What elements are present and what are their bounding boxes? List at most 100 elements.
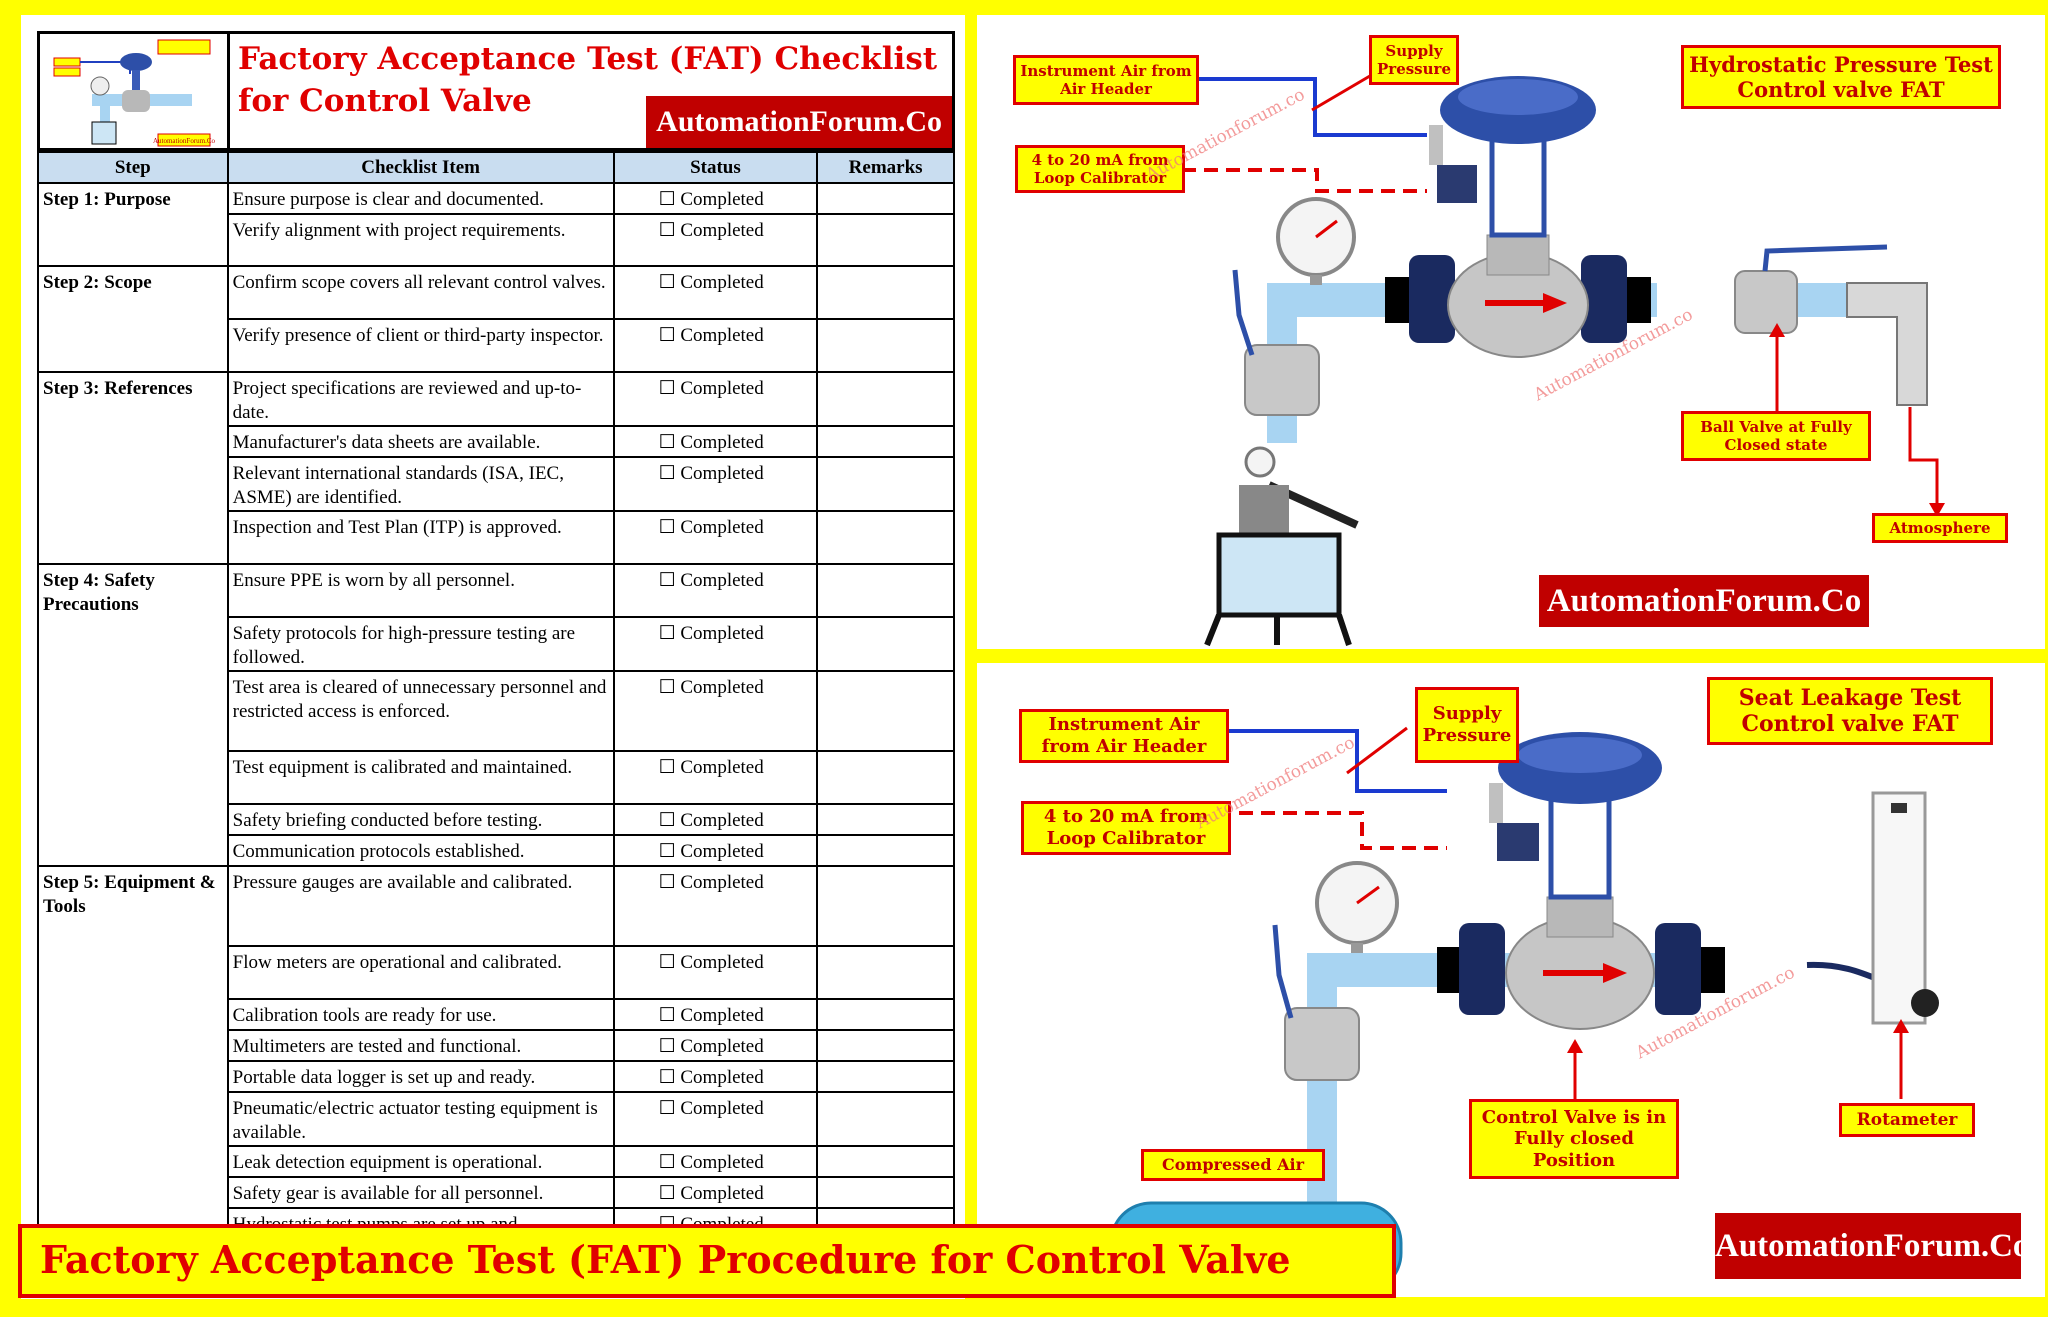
step-cell (37, 1061, 229, 1092)
remarks-cell[interactable] (816, 214, 955, 267)
table-row: Relevant international standards (ISA, I… (37, 457, 955, 512)
step-cell: Step 1: Purpose (37, 183, 229, 214)
remarks-cell[interactable] (816, 1061, 955, 1093)
table-row: Safety protocols for high-pressure testi… (37, 617, 955, 672)
remarks-cell[interactable] (816, 804, 955, 836)
thumbnail-diagram-icon: AutomationForum.Co (53, 39, 216, 147)
status-checkbox[interactable]: ☐ Completed (612, 1092, 819, 1147)
atmosphere-label: Atmosphere (1872, 513, 2008, 543)
remarks-cell[interactable] (816, 511, 955, 565)
remarks-cell[interactable] (816, 1030, 955, 1062)
status-checkbox[interactable]: ☐ Completed (612, 999, 819, 1031)
signal-line (1182, 168, 1427, 193)
status-checkbox[interactable]: ☐ Completed (612, 319, 819, 373)
hydro-brand: AutomationForum.Co (1539, 575, 1869, 627)
status-checkbox[interactable]: ☐ Completed (612, 1146, 819, 1178)
checklist-item-cell: Manufacturer's data sheets are available… (226, 426, 615, 458)
status-checkbox[interactable]: ☐ Completed (612, 183, 819, 215)
col-step: Step (37, 151, 229, 184)
remarks-cell[interactable] (816, 1092, 955, 1147)
checklist-item-cell: Flow meters are operational and calibrat… (226, 946, 615, 1000)
status-checkbox[interactable]: ☐ Completed (612, 266, 819, 320)
step-cell (37, 1092, 229, 1146)
step-cell (37, 946, 229, 999)
checklist-item-cell: Multimeters are tested and functional. (226, 1030, 615, 1062)
thumb-brand: AutomationForum.Co (153, 137, 216, 145)
status-checkbox[interactable]: ☐ Completed (612, 1061, 819, 1093)
status-checkbox[interactable]: ☐ Completed (612, 457, 819, 512)
remarks-cell[interactable] (816, 426, 955, 458)
table-row: Leak detection equipment is operational.… (37, 1146, 955, 1178)
checklist-item-cell: Pressure gauges are available and calibr… (226, 866, 615, 947)
status-checkbox[interactable]: ☐ Completed (612, 426, 819, 458)
col-remarks: Remarks (816, 151, 955, 184)
step-cell (37, 1030, 229, 1061)
seat-signal-label: 4 to 20 mA from Loop Calibrator (1021, 801, 1231, 855)
status-checkbox[interactable]: ☐ Completed (612, 564, 819, 618)
checklist-item-cell: Pneumatic/electric actuator testing equi… (226, 1092, 615, 1147)
remarks-cell[interactable] (816, 835, 955, 867)
checklist-header: AutomationForum.Co Factory Acceptance Te… (37, 31, 955, 151)
col-status: Status (612, 151, 819, 184)
table-row: Pneumatic/electric actuator testing equi… (37, 1092, 955, 1147)
remarks-cell[interactable] (816, 183, 955, 215)
seat-instrument-air-label: Instrument Air from Air Header (1019, 709, 1229, 763)
remarks-cell[interactable] (816, 372, 955, 427)
checklist-item-cell: Test area is cleared of unnecessary pers… (226, 671, 615, 752)
step-cell (37, 319, 229, 373)
step-cell (37, 1177, 229, 1208)
remarks-cell[interactable] (816, 457, 955, 512)
remarks-cell[interactable] (816, 617, 955, 672)
status-checkbox[interactable]: ☐ Completed (612, 1177, 819, 1209)
table-row: Communication protocols established.☐ Co… (37, 835, 955, 867)
remarks-cell[interactable] (816, 1177, 955, 1209)
step-cell: Step 5: Equipment & Tools (37, 866, 229, 946)
seat-leakage-test-panel: Instrument Air from Air Header Supply Pr… (974, 660, 2048, 1300)
status-checkbox[interactable]: ☐ Completed (612, 1030, 819, 1062)
checklist-item-cell: Confirm scope covers all relevant contro… (226, 266, 615, 320)
status-checkbox[interactable]: ☐ Completed (612, 866, 819, 947)
status-checkbox[interactable]: ☐ Completed (612, 511, 819, 565)
table-row: Test equipment is calibrated and maintai… (37, 751, 955, 805)
status-checkbox[interactable]: ☐ Completed (612, 804, 819, 836)
col-checklist-item: Checklist Item (226, 151, 615, 184)
checklist-item-cell: Relevant international standards (ISA, I… (226, 457, 615, 512)
table-row: Flow meters are operational and calibrat… (37, 946, 955, 1000)
step-cell (37, 511, 229, 565)
remarks-cell[interactable] (816, 266, 955, 320)
status-checkbox[interactable]: ☐ Completed (612, 372, 819, 427)
seat-title: Seat Leakage Test Control valve FAT (1707, 677, 1993, 745)
status-checkbox[interactable]: ☐ Completed (612, 751, 819, 805)
remarks-cell[interactable] (816, 999, 955, 1031)
remarks-cell[interactable] (816, 866, 955, 947)
remarks-cell[interactable] (816, 1146, 955, 1178)
status-checkbox[interactable]: ☐ Completed (612, 835, 819, 867)
step-cell (37, 457, 229, 511)
seat-ball-valve-icon (1284, 1007, 1360, 1081)
rotameter-label: Rotameter (1839, 1103, 1975, 1137)
checklist-item-cell: Project specifications are reviewed and … (226, 372, 615, 427)
checklist-item-cell: Inspection and Test Plan (ITP) is approv… (226, 511, 615, 565)
remarks-cell[interactable] (816, 564, 955, 618)
remarks-cell[interactable] (816, 319, 955, 373)
remarks-cell[interactable] (816, 946, 955, 1000)
checklist-panel: AutomationForum.Co Factory Acceptance Te… (18, 12, 968, 1302)
remarks-cell[interactable] (816, 671, 955, 752)
table-row: Calibration tools are ready for use.☐ Co… (37, 999, 955, 1031)
supply-pressure-label: Supply Pressure (1369, 35, 1459, 85)
checklist-item-cell: Portable data logger is set up and ready… (226, 1061, 615, 1093)
checklist-item-cell: Ensure PPE is worn by all personnel. (226, 564, 615, 618)
status-checkbox[interactable]: ☐ Completed (612, 617, 819, 672)
status-checkbox[interactable]: ☐ Completed (612, 671, 819, 752)
status-checkbox[interactable]: ☐ Completed (612, 214, 819, 267)
checklist-item-cell: Communication protocols established. (226, 835, 615, 867)
checklist-item-cell: Ensure purpose is clear and documented. (226, 183, 615, 215)
remarks-cell[interactable] (816, 751, 955, 805)
status-checkbox[interactable]: ☐ Completed (612, 946, 819, 1000)
checklist-item-cell: Safety gear is available for all personn… (226, 1177, 615, 1209)
valve-closed-label: Control Valve is in Fully closed Positio… (1469, 1099, 1679, 1179)
seat-supply-pressure-label: Supply Pressure (1415, 687, 1519, 763)
seat-brand: AutomationForum.Co (1715, 1213, 2029, 1279)
